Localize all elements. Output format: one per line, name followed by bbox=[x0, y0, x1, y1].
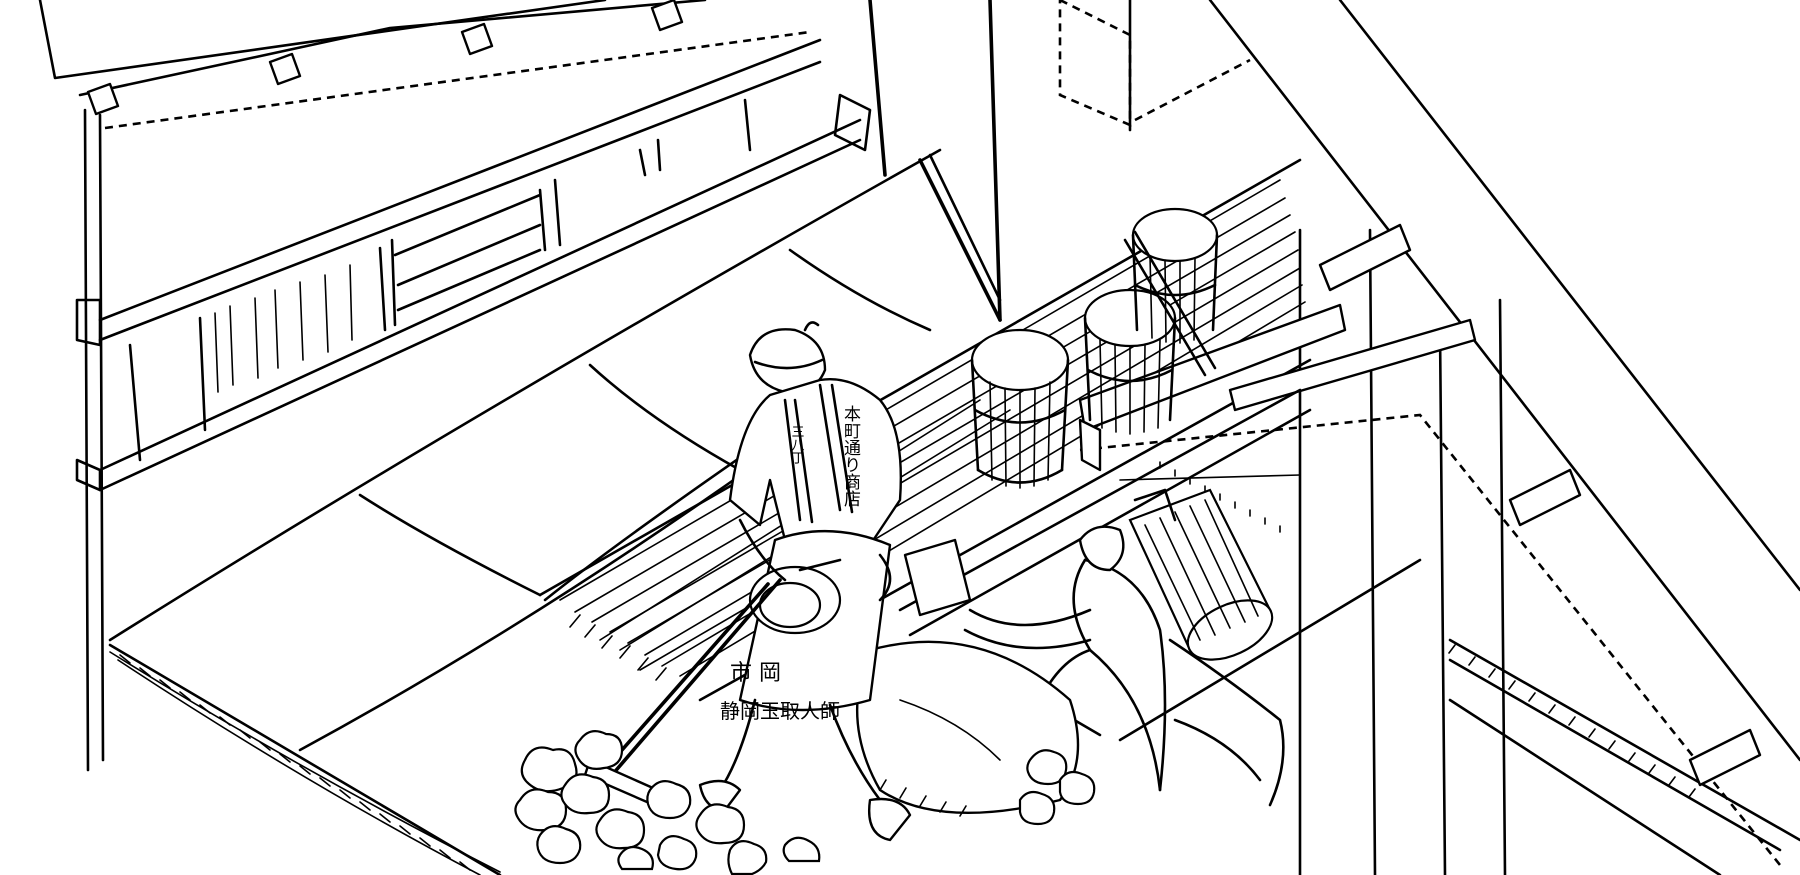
cobble-border bbox=[109, 651, 501, 875]
window-slats bbox=[214, 264, 353, 393]
collar-left-text: 三八丁 bbox=[789, 425, 805, 464]
apron-top-text: 市 岡 bbox=[730, 661, 781, 686]
crouching-worker bbox=[856, 488, 1285, 817]
right-structure bbox=[898, 0, 1800, 875]
collar-right-text: 本町通り商店 bbox=[840, 405, 861, 507]
stone-pile bbox=[514, 729, 1096, 875]
sweeping-worker: 本町通り商店 三八丁 市 岡 静岡玉取人師 bbox=[583, 321, 912, 842]
bucket-3 bbox=[1123, 207, 1219, 377]
roof-rafters bbox=[86, 0, 684, 116]
bucket-1 bbox=[970, 328, 1070, 489]
left-building bbox=[38, 0, 887, 772]
hanging-pole bbox=[918, 0, 1002, 322]
apron-bottom-text: 静岡玉取人師 bbox=[720, 699, 840, 723]
